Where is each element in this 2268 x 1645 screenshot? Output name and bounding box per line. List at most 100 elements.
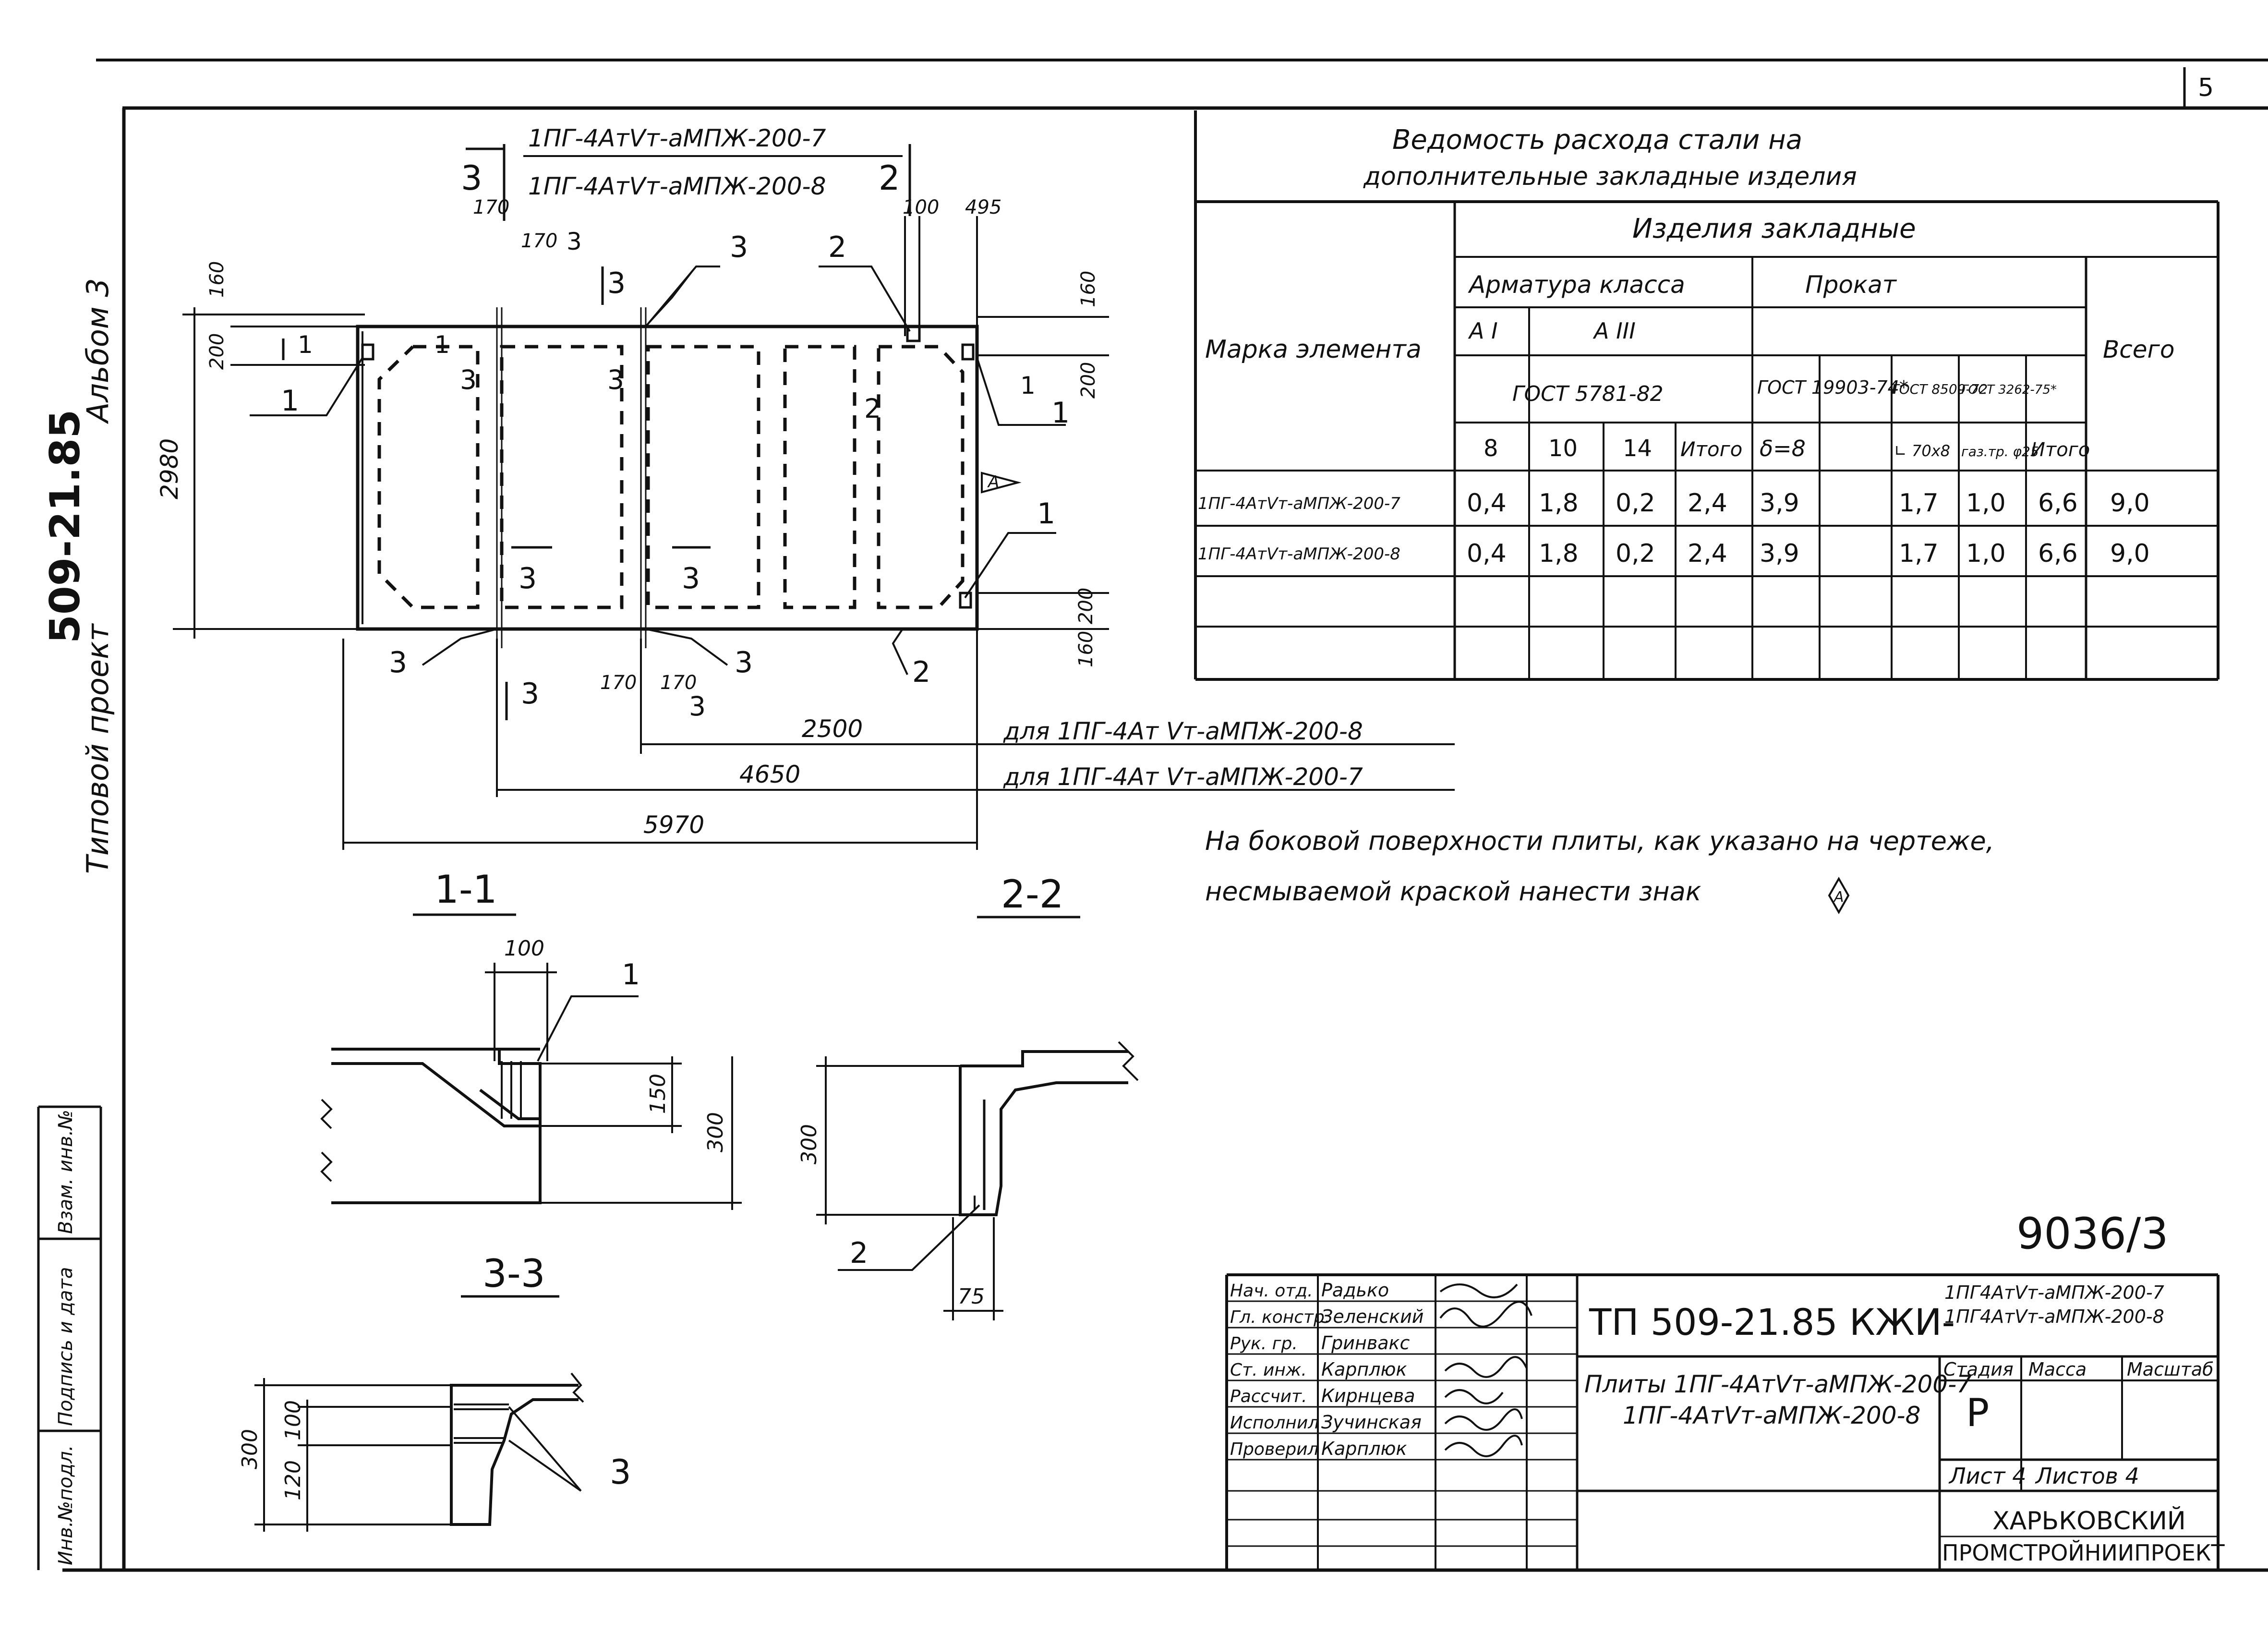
row2-v4: 3,9 bbox=[1760, 539, 1799, 568]
org-line-2: ПРОМСТРОЙНИИПРОЕКТ bbox=[1942, 1540, 2225, 1566]
gost-8509: ГОСТ 8509-72 bbox=[1892, 381, 1988, 397]
project-type: Типовой проект bbox=[80, 623, 115, 874]
row1-v1: 1,8 bbox=[1539, 489, 1579, 518]
dim-160-left: 160 bbox=[206, 261, 228, 298]
side-label-sign: Подпись и дата bbox=[55, 1267, 77, 1426]
row1-v9: 9,0 bbox=[2110, 489, 2150, 518]
section-3-3: 300 100 120 3 bbox=[238, 1372, 631, 1532]
gost-5781: ГОСТ 5781-82 bbox=[1512, 382, 1664, 406]
callout-2-c: 2 bbox=[828, 230, 846, 264]
gost-19903: ГОСТ 19903-74* bbox=[1757, 377, 1908, 398]
dim-200-left: 200 bbox=[206, 333, 228, 370]
sign-a-note: А bbox=[1833, 889, 1844, 906]
name-6: Карплюк bbox=[1321, 1438, 1407, 1459]
stage-value: Р bbox=[1966, 1391, 1989, 1435]
dim-160-right: 160 bbox=[1077, 271, 1099, 307]
s11-dim-150: 150 bbox=[646, 1074, 670, 1114]
section-1-1: 100 1 150 300 bbox=[320, 936, 742, 1210]
row1-v2: 0,2 bbox=[1616, 489, 1655, 518]
dim-2500: 2500 bbox=[802, 715, 863, 743]
side-label-inv: Инв.№подл. bbox=[55, 1445, 77, 1565]
class-a3: А III bbox=[1592, 318, 1636, 344]
role-1: Гл. констр. bbox=[1230, 1307, 1330, 1327]
name-2: Гринвакс bbox=[1321, 1332, 1410, 1354]
s11-callout-1: 1 bbox=[622, 958, 640, 992]
code-sub-1: 1ПГ4АтVт-аМПЖ-200-7 bbox=[1944, 1282, 2164, 1303]
sheets-total: Листов 4 bbox=[2035, 1463, 2139, 1489]
section-mark-1-right: 1 bbox=[1020, 372, 1036, 399]
class-a1: А I bbox=[1468, 318, 1498, 344]
section-mark-1-b: 1 bbox=[434, 331, 450, 359]
name-line-2: 1ПГ-4АтVт-аМПЖ-200-8 bbox=[1623, 1402, 1920, 1429]
name-3: Карплюк bbox=[1321, 1359, 1407, 1380]
drawing-number: 9036/3 bbox=[2016, 1209, 2169, 1259]
callout-3-bot-d: 3 bbox=[521, 677, 539, 711]
note-for-8: для 1ПГ-4Ат Vт-аМПЖ-200-8 bbox=[1003, 717, 1363, 745]
code-sub-2: 1ПГ4АтVт-аМПЖ-200-8 bbox=[1944, 1306, 2164, 1327]
callout-3-bot-c: 3 bbox=[689, 691, 706, 722]
row2-v7: 1,0 bbox=[1966, 539, 2006, 568]
plan-view: 1ПГ-4АтVт-аМПЖ-200-7 1ПГ-4АтVт-аМПЖ-200-… bbox=[156, 124, 1455, 1298]
series-number: 509-21.85 bbox=[41, 410, 89, 643]
callout-3-section-d: 3 bbox=[607, 266, 626, 300]
callout-2-bot: 2 bbox=[912, 655, 930, 689]
col-element: Марка элемента bbox=[1205, 335, 1422, 364]
sub-itogo-2: Итого bbox=[2031, 439, 2090, 461]
table-title-1: Ведомость расхода стали на bbox=[1392, 124, 1802, 156]
row1-mark: 1ПГ-4АтVт-аМПЖ-200-7 bbox=[1198, 494, 1400, 513]
s22-dim-75: 75 bbox=[958, 1284, 985, 1309]
dim-4650: 4650 bbox=[739, 761, 800, 788]
row1-v8: 6,6 bbox=[2038, 489, 2078, 518]
sub-delta: δ=8 bbox=[1760, 435, 1806, 461]
row2-v3: 2,4 bbox=[1688, 539, 1727, 568]
callout-3-int-a: 3 bbox=[460, 364, 477, 395]
dim-200-right: 200 bbox=[1077, 362, 1099, 399]
side-label-replace: Взам. инв.№ bbox=[55, 1110, 77, 1234]
sheet-no: Лист 4 bbox=[1948, 1463, 2026, 1489]
s33-dim-300: 300 bbox=[238, 1429, 262, 1469]
name-5: Зучинская bbox=[1321, 1412, 1422, 1433]
name-1: Зеленский bbox=[1321, 1306, 1424, 1327]
row2-v1: 1,8 bbox=[1539, 539, 1579, 568]
prokat-header: Прокат bbox=[1805, 271, 1897, 299]
sign-a-diamond bbox=[1828, 876, 1850, 915]
dim-160-right-b: 160 bbox=[1075, 631, 1097, 667]
s22-callout-2: 2 bbox=[850, 1236, 868, 1270]
s33-callout-3: 3 bbox=[610, 1452, 631, 1492]
dim-2980: 2980 bbox=[156, 438, 183, 499]
role-6: Проверил bbox=[1230, 1439, 1319, 1459]
section-title-1-1: 1-1 bbox=[434, 867, 497, 912]
row2-v6: 1,7 bbox=[1899, 539, 1939, 568]
armatura-header: Арматура класса bbox=[1468, 271, 1685, 299]
row1-v7: 1,0 bbox=[1966, 489, 2006, 518]
row1-v0: 0,4 bbox=[1467, 489, 1507, 518]
steel-table: Ведомость расхода стали на дополнительны… bbox=[1194, 110, 2220, 681]
dim-495: 495 bbox=[965, 196, 1001, 218]
callout-3-top: 3 bbox=[461, 158, 483, 198]
s11-dim-100: 100 bbox=[504, 936, 544, 961]
sub-14: 14 bbox=[1623, 435, 1652, 462]
role-5: Исполнил bbox=[1230, 1413, 1319, 1433]
callout-3-bot-b: 3 bbox=[735, 646, 753, 679]
sub-itogo-1: Итого bbox=[1680, 437, 1742, 461]
mass-label: Масса bbox=[2028, 1359, 2087, 1380]
row2-v2: 0,2 bbox=[1616, 539, 1655, 568]
section-2-2: 300 2 75 bbox=[797, 1041, 1139, 1320]
stage-label: Стадия bbox=[1943, 1359, 2014, 1380]
callout-3-c: 3 bbox=[730, 230, 748, 264]
row1-v6: 1,7 bbox=[1899, 489, 1939, 518]
plan-mark-7: 1ПГ-4АтVт-аМПЖ-200-7 bbox=[528, 124, 826, 152]
group-header: Изделия закладные bbox=[1632, 213, 1916, 244]
dim-170-b: 170 bbox=[521, 230, 557, 252]
dim-170-bot-a: 170 bbox=[600, 672, 637, 694]
sheet-frame bbox=[37, 59, 2268, 1572]
s33-dim-120: 120 bbox=[281, 1460, 305, 1500]
scale-label: Масштаб bbox=[2127, 1359, 2214, 1380]
signatures bbox=[1439, 1283, 1532, 1457]
row1-v4: 3,9 bbox=[1760, 489, 1799, 518]
code-main: ТП 509-21.85 КЖИ- bbox=[1589, 1301, 1955, 1343]
s11-dim-300: 300 bbox=[703, 1112, 728, 1152]
note-line-2: несмываемой краской нанести знак bbox=[1205, 876, 1701, 907]
note-line-1: На боковой поверхности плиты, как указан… bbox=[1205, 826, 1994, 856]
table-title-2: дополнительные закладные изделия bbox=[1363, 162, 1857, 191]
